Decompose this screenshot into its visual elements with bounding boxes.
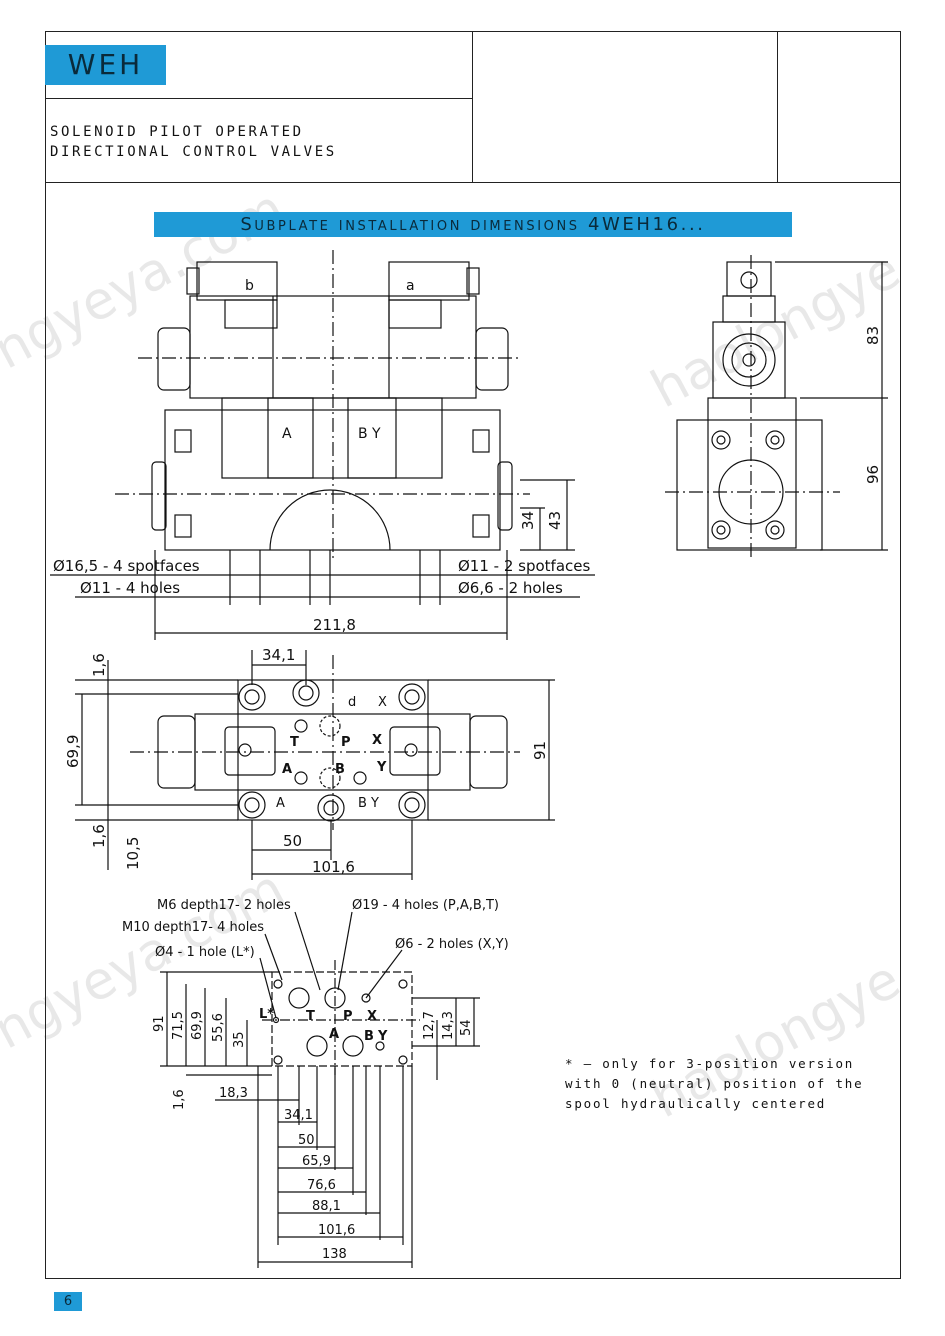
section-title: Subplate installation dimensions 4WEH16.… bbox=[154, 212, 792, 237]
dim-v-69-9: 69,9 bbox=[190, 1011, 205, 1040]
dim-101-6: 101,6 bbox=[312, 858, 355, 876]
dim-10-5: 10,5 bbox=[124, 837, 142, 870]
port-x-label: X bbox=[367, 1009, 377, 1024]
port-t-label: T bbox=[306, 1009, 315, 1024]
dim-v-14-3: 14,3 bbox=[441, 1011, 456, 1040]
dim-34: 34 bbox=[519, 511, 537, 530]
subtitle-line: SOLENOID PILOT OPERATED bbox=[50, 124, 304, 140]
dim-h-18-3: 18,3 bbox=[219, 1086, 248, 1101]
side-view bbox=[665, 255, 888, 560]
brand-badge: WEH bbox=[45, 45, 166, 85]
dim-v-55-6: 55,6 bbox=[211, 1013, 226, 1042]
subtitle-line: DIRECTIONAL CONTROL VALVES bbox=[50, 144, 337, 160]
m10-callout: M10 depth17- 4 holes bbox=[122, 920, 264, 935]
dim-96: 96 bbox=[864, 465, 882, 484]
port-a-label: A bbox=[329, 1027, 339, 1042]
solenoid-b-label: b bbox=[245, 278, 254, 294]
front-view bbox=[50, 250, 595, 640]
port-a2-label: A bbox=[276, 796, 285, 811]
dim-50: 50 bbox=[283, 832, 302, 850]
dim-v-91: 91 bbox=[152, 1015, 167, 1032]
dim-1-6-top: 1,6 bbox=[90, 653, 108, 677]
holes-right-label: Ø6,6 - 2 holes bbox=[458, 579, 563, 597]
port-p-label: P bbox=[341, 735, 351, 750]
port-by-label: B Y bbox=[358, 426, 381, 442]
dim-h-101-6: 101,6 bbox=[318, 1223, 355, 1238]
dim-h-138: 138 bbox=[322, 1247, 347, 1262]
port-by2-label: B Y bbox=[358, 796, 379, 811]
port-y-label: Y bbox=[377, 1029, 388, 1044]
header-divider bbox=[777, 31, 778, 183]
d19-callout: Ø19 - 4 holes (P,A,B,T) bbox=[352, 898, 499, 913]
dim-v-35: 35 bbox=[232, 1031, 247, 1048]
dim-34-1: 34,1 bbox=[262, 646, 295, 664]
port-t-label: T bbox=[290, 735, 299, 750]
footnote: * – only for 3-position version with 0 (… bbox=[565, 1054, 863, 1114]
dim-v-71-5: 71,5 bbox=[171, 1011, 186, 1040]
header-divider bbox=[45, 182, 901, 183]
subplate-pattern bbox=[160, 911, 480, 1268]
port-p-label: P bbox=[343, 1009, 353, 1024]
dim-h-50: 50 bbox=[298, 1133, 315, 1148]
dim-h-65-9: 65,9 bbox=[302, 1154, 331, 1169]
connector-a bbox=[388, 261, 470, 301]
spotfaces-right-label: Ø11 - 2 spotfaces bbox=[458, 557, 590, 575]
d4-callout: Ø4 - 1 hole (L*) bbox=[155, 945, 255, 960]
note-line: spool hydraulically centered bbox=[565, 1096, 827, 1111]
holes-left-label: Ø11 - 4 holes bbox=[80, 579, 180, 597]
dim-211-8: 211,8 bbox=[313, 616, 356, 634]
spotfaces-left-label: Ø16,5 - 4 spotfaces bbox=[53, 557, 200, 575]
m6-callout: M6 depth17- 2 holes bbox=[157, 898, 291, 913]
port-d-label: d bbox=[348, 695, 356, 710]
top-view bbox=[75, 650, 555, 880]
page-subtitle: SOLENOID PILOT OPERATED DIRECTIONAL CONT… bbox=[50, 122, 337, 162]
header-divider bbox=[45, 98, 473, 99]
port-a-label: A bbox=[282, 762, 292, 777]
page-number: 6 bbox=[54, 1292, 82, 1311]
connector-b bbox=[196, 261, 278, 301]
dim-v-12-7: 12,7 bbox=[422, 1011, 437, 1040]
port-b-label: B bbox=[335, 762, 345, 777]
dim-v-1-6: 1,6 bbox=[172, 1089, 187, 1110]
dim-43: 43 bbox=[546, 511, 564, 530]
dim-v-54: 54 bbox=[459, 1019, 474, 1036]
solenoid-a-label: a bbox=[406, 278, 415, 294]
page-frame bbox=[45, 31, 901, 1279]
dim-83: 83 bbox=[864, 326, 882, 345]
port-x-label: X bbox=[378, 695, 387, 710]
dim-h-34-1: 34,1 bbox=[284, 1108, 313, 1123]
note-line: with 0 (neutral) position of the bbox=[565, 1076, 864, 1091]
port-b-label: B bbox=[364, 1029, 374, 1044]
dim-69-9: 69,9 bbox=[64, 735, 82, 768]
port-y-label: Y bbox=[376, 760, 387, 775]
dim-h-88-1: 88,1 bbox=[312, 1199, 341, 1214]
header-divider bbox=[472, 31, 473, 183]
port-x2-label: X bbox=[372, 733, 382, 748]
dim-1-6-bottom: 1,6 bbox=[90, 824, 108, 848]
dim-91: 91 bbox=[531, 741, 549, 760]
port-a-label: A bbox=[282, 426, 292, 442]
note-line: * – only for 3-position version bbox=[565, 1056, 855, 1071]
dim-h-76-6: 76,6 bbox=[307, 1178, 336, 1193]
d6-callout: Ø6 - 2 holes (X,Y) bbox=[395, 937, 509, 952]
port-l-label: L* bbox=[259, 1007, 274, 1022]
